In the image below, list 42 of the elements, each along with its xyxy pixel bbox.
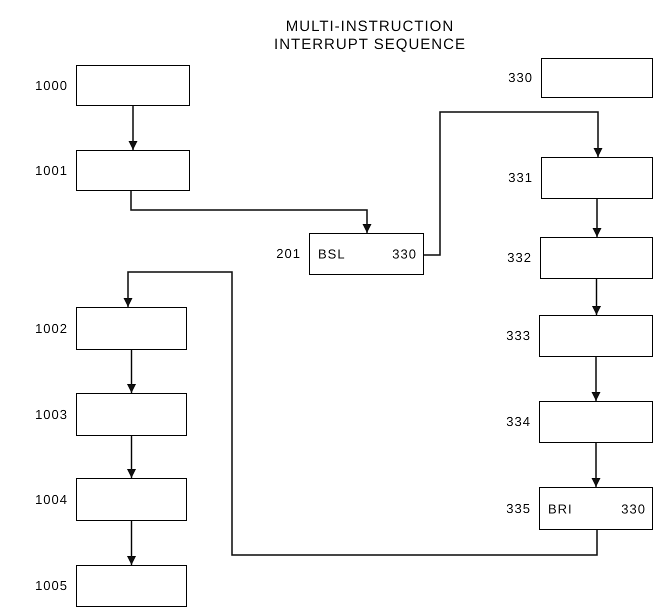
address-label: 330 <box>508 70 533 85</box>
empty-box <box>540 237 653 279</box>
address-label: 1001 <box>35 162 68 178</box>
arrow <box>592 279 601 315</box>
empty-box <box>541 58 653 98</box>
operand-address: 330 <box>392 246 417 262</box>
operand-address: 330 <box>621 501 646 516</box>
address-label: 334 <box>506 414 531 429</box>
arrow <box>124 271 598 556</box>
empty-box <box>539 315 653 357</box>
address-label: 1003 <box>35 406 68 422</box>
instruction-code: BSL <box>318 246 346 262</box>
arrow <box>592 357 600 401</box>
instruction-code: BRI <box>548 501 573 516</box>
empty-box <box>76 307 187 350</box>
arrow <box>127 521 136 565</box>
address-label: 1004 <box>35 492 68 506</box>
empty-box <box>76 565 187 607</box>
address-label: 1002 <box>35 320 68 336</box>
arrow <box>592 199 602 237</box>
address-label: 1005 <box>35 578 68 593</box>
arrow <box>424 111 602 256</box>
arrow <box>128 106 138 150</box>
empty-box <box>76 65 190 106</box>
empty-box <box>541 157 653 199</box>
diagram-title: MULTI-INSTRUCTION INTERRUPT SEQUENCE <box>273 18 467 54</box>
empty-box <box>76 150 190 191</box>
arrow <box>592 443 600 487</box>
address-label: 1000 <box>35 78 68 92</box>
instruction-box <box>309 233 424 275</box>
address-label: 333 <box>506 328 531 343</box>
arrow <box>127 350 136 393</box>
address-label: 332 <box>507 250 532 265</box>
address-label: 201 <box>276 246 301 261</box>
address-label: 331 <box>508 170 533 185</box>
empty-box <box>539 401 653 443</box>
address-label: 335 <box>506 500 531 516</box>
empty-box <box>76 478 187 521</box>
instruction-box <box>539 487 653 530</box>
arrow <box>127 436 136 478</box>
arrow <box>130 191 372 233</box>
empty-box <box>76 393 187 436</box>
